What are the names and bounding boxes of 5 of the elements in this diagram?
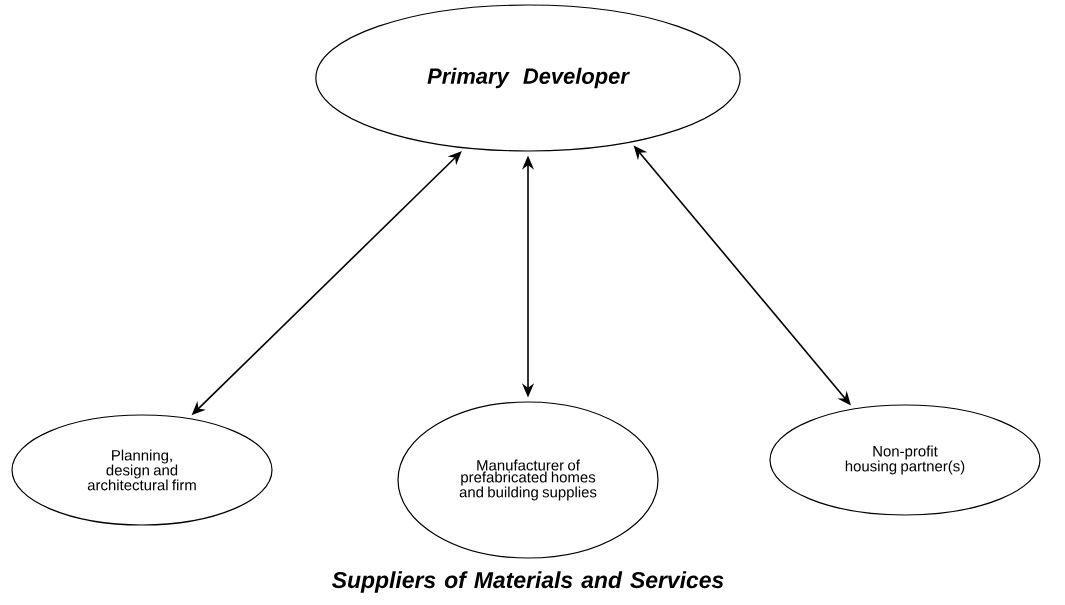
ellipse-node: Non-profit housing partner(s) bbox=[769, 404, 1041, 516]
ellipse-node: Planning, design and architectural firm bbox=[11, 414, 273, 526]
caption: Suppliers of Materials and Services bbox=[332, 571, 724, 593]
ellipse-node: Manufacturer of prefabricated homes and building supplies bbox=[397, 401, 659, 559]
ellipse-node: Primary Developer bbox=[315, 4, 741, 152]
